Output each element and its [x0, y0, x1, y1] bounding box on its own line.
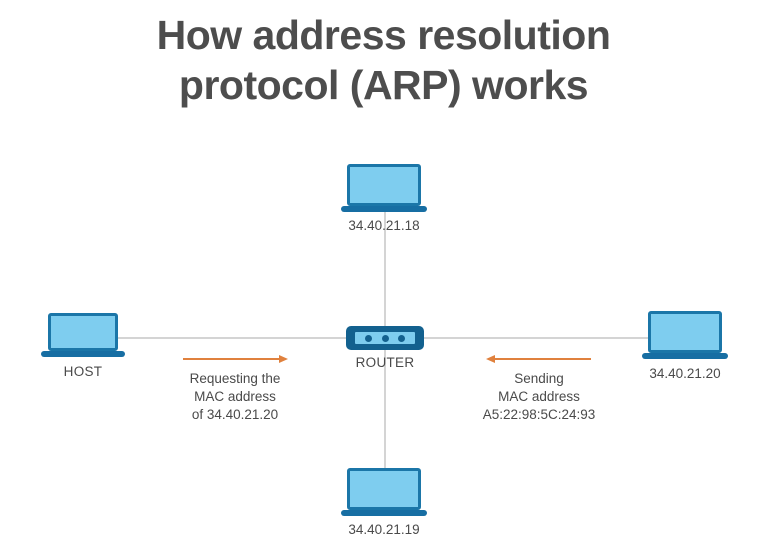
request-caption-line-3: of 34.40.21.20 [191, 406, 279, 422]
request-arrow-caption: Requesting the MAC address of 34.40.21.2… [190, 370, 281, 423]
node-bottom-laptop[interactable]: 34.40.21.19 [341, 468, 427, 537]
response-caption-line-3: A5:22:98:5C:24:93 [482, 406, 596, 422]
router-led-1 [364, 334, 372, 342]
node-label-left: HOST [63, 364, 103, 379]
arrow-head-left-icon [486, 354, 495, 363]
connection-line-right [420, 337, 652, 339]
laptop-base [41, 351, 125, 357]
laptop-icon [341, 468, 427, 518]
node-label-bottom: 34.40.21.19 [348, 522, 420, 537]
node-label-router: ROUTER [355, 355, 415, 370]
laptop-icon [642, 311, 728, 361]
node-left-host[interactable]: HOST [41, 313, 125, 379]
laptop-screen [347, 164, 421, 206]
node-label-top: 34.40.21.18 [348, 218, 420, 233]
arrow-head-right-icon [279, 354, 288, 363]
node-router[interactable]: ROUTER [346, 326, 424, 370]
router-led-3 [398, 334, 406, 342]
request-caption-line-2: MAC address [194, 388, 276, 404]
page-title: How address resolution protocol (ARP) wo… [0, 10, 767, 110]
title-line-2: protocol (ARP) works [178, 62, 589, 109]
connection-line-bottom [384, 346, 386, 472]
response-caption-line-2: MAC address [498, 388, 580, 404]
router-led-panel [355, 332, 415, 344]
router-led-2 [381, 334, 389, 342]
node-right-laptop[interactable]: 34.40.21.20 [642, 311, 728, 381]
laptop-base [642, 353, 728, 359]
arrow-shaft [495, 358, 591, 360]
response-arrow-caption: Sending MAC address A5:22:98:5C:24:93 [483, 370, 596, 423]
laptop-icon [41, 313, 125, 361]
node-top-laptop[interactable]: 34.40.21.18 [341, 164, 427, 233]
laptop-screen [648, 311, 722, 353]
laptop-base [341, 510, 427, 516]
laptop-screen [347, 468, 421, 510]
title-line-1: How address resolution [156, 12, 611, 58]
arrow-shaft [183, 358, 279, 360]
request-caption-line-1: Requesting the [189, 371, 281, 386]
laptop-icon [341, 164, 427, 214]
connection-line-top [384, 212, 386, 332]
laptop-base [341, 206, 427, 212]
node-label-right: 34.40.21.20 [649, 366, 721, 381]
response-caption-line-1: Sending [514, 371, 564, 386]
router-body [346, 326, 424, 350]
connection-line-left [118, 337, 350, 339]
laptop-screen [48, 313, 118, 351]
